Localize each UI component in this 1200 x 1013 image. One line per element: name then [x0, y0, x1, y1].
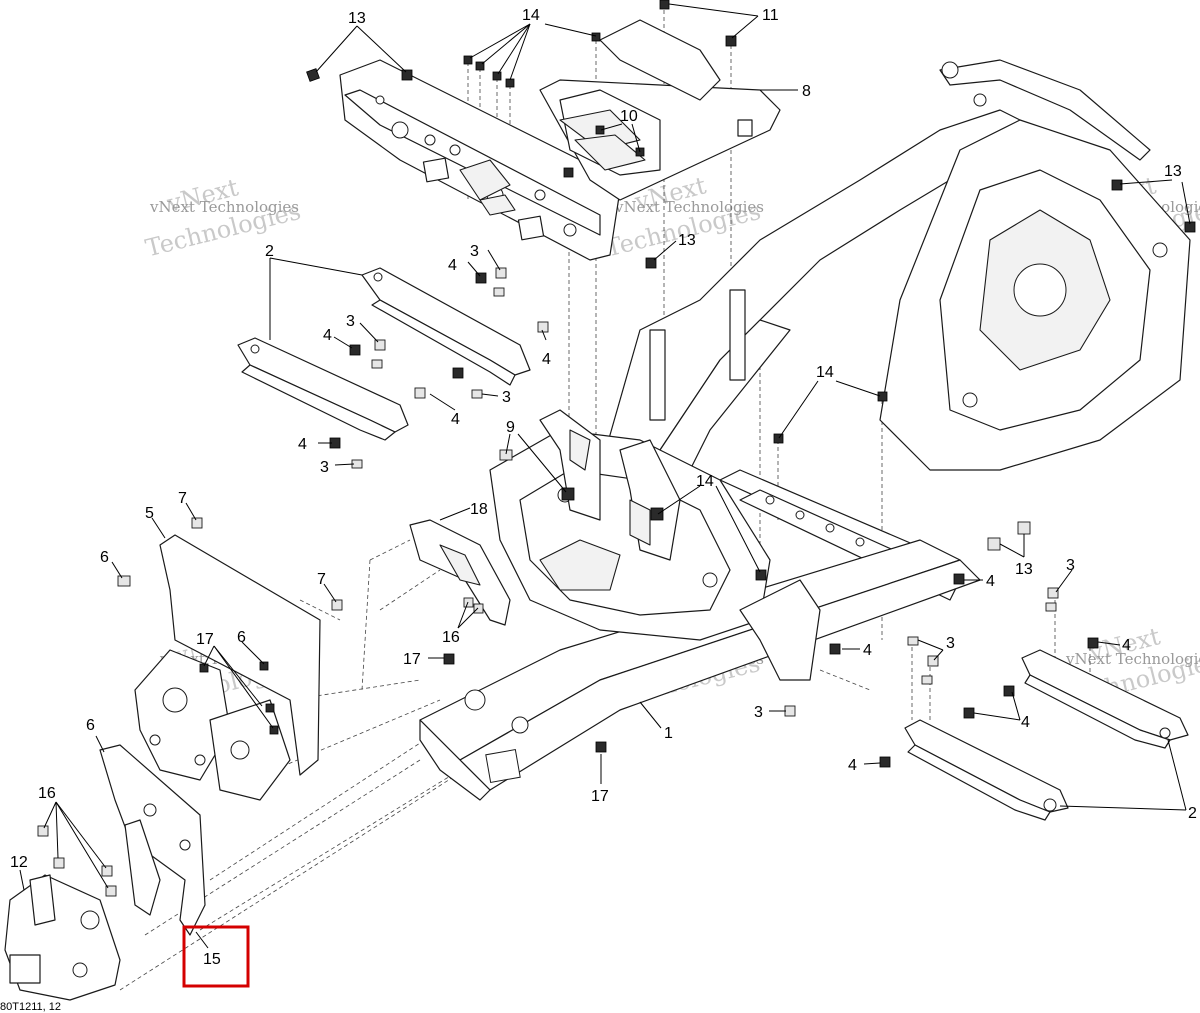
callout-10: 10	[620, 108, 638, 125]
callout-3: 3	[346, 313, 355, 330]
callout-13: 13	[348, 10, 366, 27]
callout-4: 4	[448, 257, 457, 274]
foot-bracket-right-upper	[1021, 649, 1189, 749]
callout-6: 6	[237, 629, 246, 646]
callout-1: 1	[664, 725, 673, 742]
callout-11: 11	[762, 7, 779, 24]
watermark-line: vNext Technologies	[614, 198, 764, 216]
callout-18: 18	[470, 501, 488, 518]
callout-4: 4	[451, 411, 460, 428]
highlight-box	[182, 925, 250, 988]
callout-4: 4	[323, 327, 332, 344]
callout-3: 3	[1066, 557, 1075, 574]
callout-16: 16	[442, 629, 460, 646]
callout-3: 3	[320, 459, 329, 476]
callout-17: 17	[591, 788, 609, 805]
watermark-line: vNext Technologies	[1065, 650, 1200, 668]
fasteners	[37, 0, 1196, 897]
callout-2: 2	[1188, 805, 1197, 822]
foot-bracket-left-lower	[237, 337, 409, 441]
callout-14: 14	[522, 7, 540, 24]
callout-6: 6	[100, 549, 109, 566]
callout-12: 12	[10, 854, 28, 871]
callout-7: 7	[178, 490, 187, 507]
callout-4: 4	[1122, 637, 1131, 654]
front-support-frame	[134, 534, 321, 801]
document-id: 80T1211, 12	[0, 1001, 61, 1013]
callout-4: 4	[542, 351, 551, 368]
callout-4: 4	[848, 757, 857, 774]
callout-8: 8	[802, 83, 811, 100]
callout-17: 17	[403, 651, 421, 668]
callout-14: 14	[816, 364, 834, 381]
callout-16: 16	[38, 785, 56, 802]
callout-7: 7	[317, 571, 326, 588]
side-bracket	[409, 519, 511, 626]
callout-15: 15	[203, 951, 221, 968]
watermark-line: vNext Technologies	[149, 198, 299, 216]
front-plate	[99, 744, 206, 936]
callout-3: 3	[502, 389, 511, 406]
main-frame	[419, 59, 1191, 801]
callout-4: 4	[298, 436, 307, 453]
foot-bracket-left-upper	[361, 267, 531, 386]
callout-4: 4	[1021, 714, 1030, 731]
callout-3: 3	[946, 635, 955, 652]
callout-4: 4	[986, 573, 995, 590]
callout-17: 17	[196, 631, 214, 648]
callout-5: 5	[145, 505, 154, 522]
upper-rear-frame	[339, 19, 781, 261]
callout-3: 3	[754, 704, 763, 721]
callout-labels: 13 14 11 8 10 13 13 2 3 4 4 3 4 4 3 4 3 …	[10, 7, 1197, 968]
callout-9: 9	[506, 419, 515, 436]
hitch-bracket	[4, 874, 121, 1001]
callout-13: 13	[678, 232, 696, 249]
leader-lines	[19, 3, 1191, 949]
foot-bracket-right-lower	[904, 719, 1069, 821]
callout-14: 14	[696, 473, 714, 490]
callout-4: 4	[863, 642, 872, 659]
callout-6: 6	[86, 717, 95, 734]
callout-3: 3	[470, 243, 479, 260]
callout-13: 13	[1015, 561, 1033, 578]
callout-2: 2	[265, 243, 274, 260]
callout-13: 13	[1164, 163, 1182, 180]
